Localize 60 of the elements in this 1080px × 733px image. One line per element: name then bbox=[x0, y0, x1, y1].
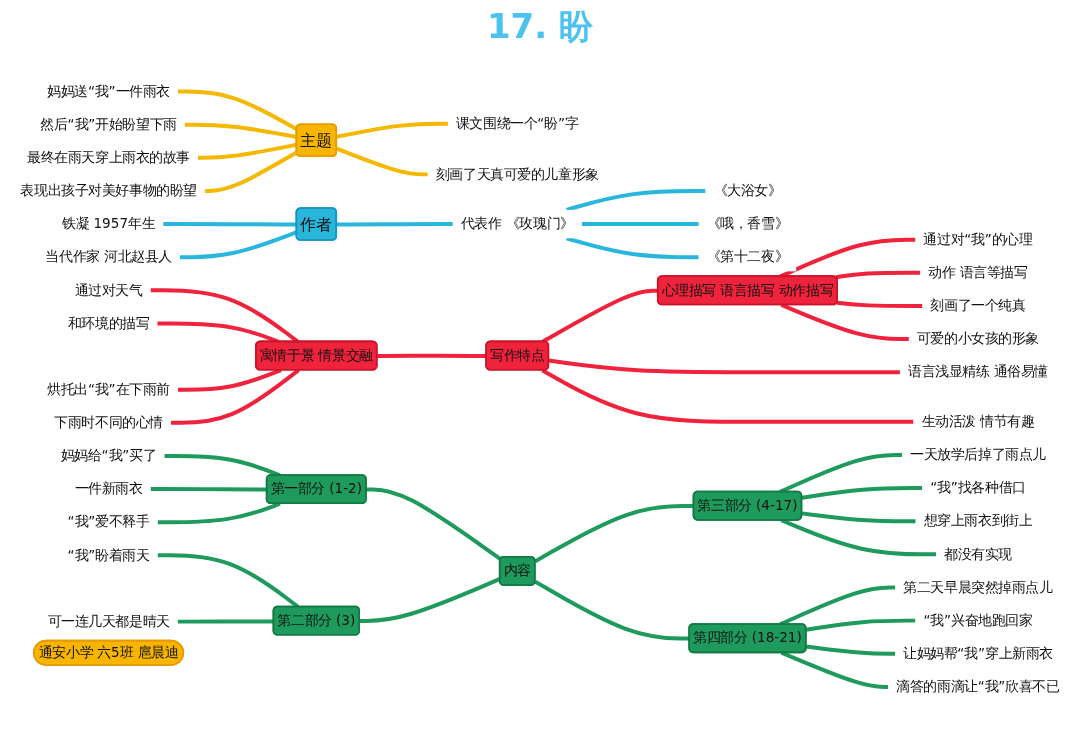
node-text: “我”盼着雨天 bbox=[67, 547, 150, 564]
connector bbox=[836, 301, 923, 309]
connector bbox=[780, 651, 889, 690]
connector bbox=[336, 222, 453, 227]
node-text: 通过对天气 bbox=[74, 282, 143, 298]
node-text: “我”兴奋地跑回家 bbox=[923, 612, 1033, 629]
node-text: 通过对“我”的心理 bbox=[923, 231, 1033, 248]
connector bbox=[801, 511, 916, 524]
node-text: 《大浴女》 bbox=[713, 182, 782, 199]
node-text: 然后“我”开始盼望下雨 bbox=[40, 116, 177, 133]
connector bbox=[565, 236, 699, 260]
connector bbox=[534, 504, 694, 564]
node-text: 当代作家 河北赵县人 bbox=[45, 248, 172, 265]
node-text: 表现出孩子对美好事物的盼望 bbox=[20, 182, 197, 199]
node-text: 妈妈给“我”买了 bbox=[60, 447, 157, 464]
node-text: 语言浅显精练 通俗易懂 bbox=[907, 363, 1048, 380]
node-text: 一天放学后掉了雨点儿 bbox=[910, 446, 1046, 463]
node-text: 生动活泼 情节有趣 bbox=[921, 413, 1035, 430]
node-text: 铁凝 1957年生 bbox=[62, 215, 156, 232]
connector bbox=[780, 303, 909, 342]
node-text: 课文围绕一个“盼”字 bbox=[455, 115, 579, 132]
node-text: 下雨时不同的心情 bbox=[54, 414, 163, 431]
connector bbox=[805, 644, 896, 657]
node-text: 一件新雨衣 bbox=[74, 480, 143, 497]
node-text: 想穿上雨衣到街上 bbox=[923, 512, 1033, 529]
node-text: 都没有实现 bbox=[944, 546, 1012, 563]
connector bbox=[204, 150, 298, 194]
connector bbox=[534, 580, 690, 641]
node-text: 刻画了一个纯真 bbox=[930, 297, 1026, 314]
connector bbox=[835, 271, 921, 280]
node-text: 和环境的描写 bbox=[67, 315, 150, 332]
connector bbox=[366, 487, 502, 562]
connector bbox=[377, 354, 487, 359]
node-text: 可爱的小女孩的形象 bbox=[916, 330, 1040, 347]
title: 17. 盼 bbox=[485, 5, 595, 48]
connector bbox=[336, 121, 448, 140]
connector bbox=[157, 502, 281, 525]
connector bbox=[565, 189, 706, 213]
connector bbox=[198, 143, 298, 161]
connector bbox=[177, 619, 274, 624]
node-text: 滴答的雨滴让“我”欣喜不已 bbox=[896, 678, 1060, 695]
node-text: 烘托出“我”在下雨前 bbox=[47, 381, 170, 398]
node-text: 最终在雨天穿上雨衣的故事 bbox=[27, 149, 191, 166]
node-text: 妈妈送“我”一件雨衣 bbox=[47, 83, 170, 100]
node-text: “我”爱不释手 bbox=[67, 513, 150, 530]
connector bbox=[801, 486, 923, 501]
node-text: 第二天早晨突然掉雨点儿 bbox=[903, 579, 1053, 596]
node-text: 可一连几天都是晴天 bbox=[47, 613, 170, 630]
connector bbox=[581, 222, 699, 227]
connector bbox=[548, 358, 900, 375]
node-text: 刻画了天真可爱的儿童形象 bbox=[435, 166, 599, 183]
node-text: 《哦，香雪》 bbox=[706, 215, 789, 232]
connector bbox=[359, 577, 501, 624]
node-text: 动作 语言等描写 bbox=[928, 264, 1028, 281]
connector bbox=[541, 368, 914, 425]
node-text: “我”找各种借口 bbox=[930, 479, 1026, 496]
connector bbox=[163, 222, 297, 227]
connector bbox=[177, 89, 298, 132]
node-text: 让妈妈帮“我”穿上新雨衣 bbox=[903, 645, 1053, 662]
connector bbox=[805, 618, 916, 632]
